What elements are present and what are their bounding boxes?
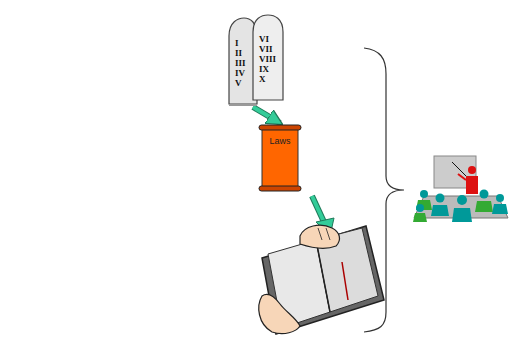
person-body: [413, 213, 427, 222]
roman-numeral: I: [235, 38, 246, 48]
arrow-shaft: [312, 196, 324, 222]
roman-numeral: IX: [259, 64, 276, 74]
tablet-right: [253, 15, 283, 100]
numeral-column: IIIIIIIVV: [235, 38, 246, 88]
roman-numeral: VII: [259, 44, 276, 54]
person-head: [480, 190, 489, 199]
flow-arrow: [253, 107, 280, 123]
teacher-head: [468, 166, 476, 174]
roman-numeral: IV: [235, 68, 246, 78]
scroll-roll-bottom: [259, 186, 301, 191]
person-body: [475, 201, 493, 212]
roman-numeral: III: [235, 58, 246, 68]
tablet-shadow: [229, 104, 257, 106]
curly-brace: [364, 48, 404, 332]
book-spine: [316, 240, 330, 312]
numeral-column: VIVIIVIIIIXX: [259, 34, 276, 84]
classroom-icon: [413, 156, 508, 222]
scroll-outline: [258, 124, 302, 192]
roman-numeral: II: [235, 48, 246, 58]
teacher-body: [466, 176, 478, 194]
roman-numeral: X: [259, 74, 276, 84]
book-illustration: [259, 225, 384, 334]
hand-bottom: [259, 294, 300, 333]
person-head: [496, 194, 504, 202]
finger-lines: [318, 228, 330, 240]
person-body: [492, 204, 508, 214]
person-head: [420, 190, 428, 198]
person-body: [452, 208, 472, 222]
connector-outline: [253, 107, 280, 123]
stone-tablets: IIIIIIIVVVIVIIVIIIIXX: [226, 14, 286, 106]
person-head: [457, 195, 467, 205]
person-body: [431, 205, 449, 216]
teacher-arm: [458, 174, 466, 180]
roman-numeral: VIII: [259, 54, 276, 64]
roman-numeral: V: [235, 78, 246, 88]
bookmark: [342, 262, 348, 300]
hand-top: [300, 225, 339, 248]
law-scroll: Laws: [258, 124, 302, 192]
person-head: [416, 204, 424, 212]
person-head: [436, 194, 445, 203]
roman-numeral: VI: [259, 34, 276, 44]
scroll-label: Laws: [258, 136, 302, 147]
arrow-shaft-outline: [312, 196, 324, 222]
scroll-roll-top: [259, 125, 301, 130]
